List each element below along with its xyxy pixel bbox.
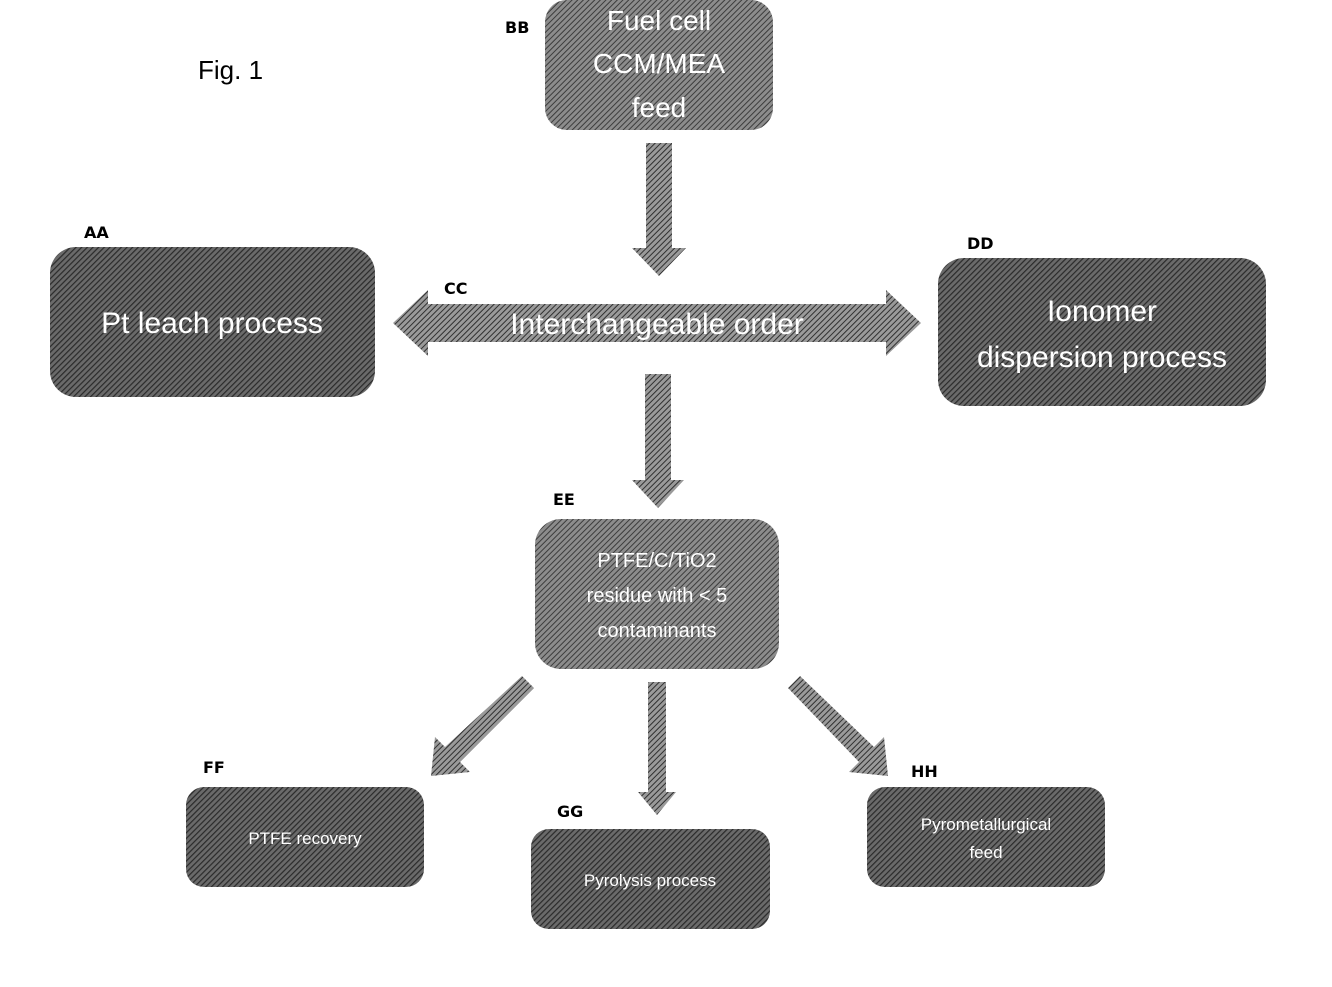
node-gg: GG Pyrolysis process (531, 802, 770, 929)
arrow-ee-to-gg (638, 682, 676, 815)
node-cc: CC Interchangeable order (393, 279, 921, 356)
node-hh: HH Pyrometallurgical feed (867, 762, 1105, 887)
node-ee: EE PTFE/C/TiO2 residue with < 5 contamin… (535, 490, 779, 669)
node-ee-line-3: contaminants (598, 620, 717, 642)
node-bb-line-3: feed (632, 92, 687, 123)
node-dd-tag: DD (967, 234, 994, 253)
node-cc-tag: CC (444, 279, 467, 298)
node-gg-tag: GG (557, 802, 583, 821)
node-ee-line-2: residue with < 5 (587, 585, 728, 607)
node-dd-line-1: Ionomer (1047, 295, 1157, 328)
arrow-ee-to-ff (431, 676, 534, 776)
node-bb: BB Fuel cell CCM/MEA feed (505, 0, 773, 130)
node-bb-tag: BB (505, 18, 529, 37)
node-bb-line-1: Fuel cell (607, 5, 711, 36)
arrow-ee-to-hh (788, 676, 888, 776)
arrow-cc-to-ee (632, 374, 684, 508)
node-ff-line-1: PTFE recovery (248, 829, 362, 848)
figure-label: Fig. 1 (198, 55, 263, 85)
arrow-bb-to-cc (632, 143, 686, 276)
node-dd-box (938, 258, 1266, 406)
node-ff-tag: FF (203, 758, 225, 777)
node-aa: AA Pt leach process (50, 223, 375, 397)
node-aa-line-1: Pt leach process (101, 307, 323, 340)
node-bb-line-2: CCM/MEA (593, 48, 726, 79)
node-gg-line-1: Pyrolysis process (584, 871, 716, 890)
node-hh-line-1: Pyrometallurgical (921, 815, 1051, 834)
node-ff: FF PTFE recovery (186, 758, 424, 887)
node-hh-tag: HH (911, 762, 938, 781)
node-dd: DD Ionomer dispersion process (938, 234, 1266, 406)
node-aa-tag: AA (84, 223, 109, 242)
node-dd-line-2: dispersion process (977, 341, 1227, 374)
node-hh-line-2: feed (969, 843, 1002, 862)
node-cc-label: Interchangeable order (510, 308, 804, 341)
node-ee-line-1: PTFE/C/TiO2 (597, 550, 716, 572)
node-hh-box (867, 787, 1105, 887)
node-ee-tag: EE (553, 490, 575, 509)
